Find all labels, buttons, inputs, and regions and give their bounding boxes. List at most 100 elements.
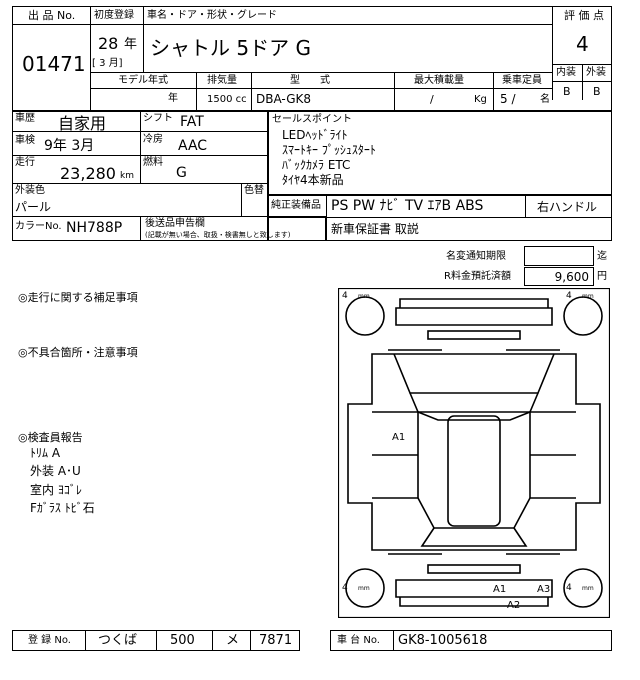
divider (582, 64, 583, 100)
color-no-label: カラーNo. (15, 221, 62, 232)
recycle-fee-field: 9,600 (524, 267, 594, 286)
divider (90, 72, 552, 73)
equipment-box (268, 195, 612, 241)
divider (90, 24, 552, 25)
car-condition-diagram: 4 4 4 4 mm mm mm mm A1 A1 A3 A2 (338, 288, 610, 618)
shaken-label: 車検 (15, 135, 35, 146)
warranty: 新車保証書 取説 (331, 222, 419, 236)
damage-mark: A1 (493, 584, 506, 595)
damage-mark: A2 (507, 600, 520, 611)
shift: FAT (180, 114, 204, 130)
lot-no-label: 出 品 No. (28, 9, 76, 22)
recycle-fee-value: 9,600 (554, 270, 589, 284)
model-year-label: モデル年式 (118, 75, 168, 86)
color-change-label: 色替 (244, 185, 264, 196)
tire-unit: mm (582, 585, 594, 592)
inspector-label: ◎検査員報告 (18, 431, 83, 444)
fuel: G (176, 165, 187, 181)
divider (156, 630, 157, 651)
first-reg-month: [ 3 月] (92, 58, 123, 69)
tire-unit: mm (358, 585, 370, 592)
score-value: 4 (576, 32, 589, 56)
divider (12, 24, 90, 25)
mileage-label: 走行 (15, 157, 35, 168)
inspector-item: Fｶﾞﾗｽ ﾄﾋﾞ石 (30, 501, 95, 515)
steering: 右ハンドル (537, 200, 598, 214)
type-label: 型 式 (290, 75, 330, 86)
registration-class: 500 (170, 633, 195, 648)
divider (12, 183, 268, 184)
divider (12, 131, 268, 132)
first-reg-year-unit: 年 (124, 37, 138, 52)
max-load-unit: Kg (474, 94, 487, 105)
header-frame (12, 6, 612, 111)
shift-label: シフト (143, 113, 173, 124)
shaken: 9年 3月 (44, 138, 95, 154)
capacity-label: 乗車定員 (502, 75, 542, 86)
sales-point-item: ﾊﾞｯｸｶﾒﾗ ETC (282, 158, 351, 172)
score-label: 評 価 点 (564, 9, 604, 22)
recycle-fee-label: R料金預託済額 (444, 271, 511, 282)
max-load-slash: / (430, 93, 434, 106)
damage-mark: A3 (537, 584, 550, 595)
lot-no: 01471 (22, 52, 86, 76)
divider (250, 630, 251, 651)
post-report-label: 後送品申告欄 (145, 218, 205, 229)
fuel-label: 燃料 (143, 157, 163, 168)
model-name-label: 車名・ドア・形状・グレード (147, 10, 277, 21)
recycle-fee-unit: 円 (597, 271, 607, 282)
model-code: DBA-GK8 (256, 92, 311, 106)
name-change-field (524, 246, 594, 266)
exterior-grade: B (593, 85, 601, 98)
chassis-number: GK8-1005618 (398, 633, 488, 648)
divider (268, 217, 612, 218)
inspector-item: ﾄﾘﾑ A (30, 446, 61, 460)
tire-unit: mm (358, 293, 370, 300)
divider (241, 183, 242, 216)
divider (90, 88, 552, 89)
ac-label: 冷房 (143, 134, 163, 145)
divider (140, 111, 141, 183)
divider (212, 630, 213, 651)
damage-mark: A1 (392, 432, 405, 443)
post-report-box (140, 216, 326, 241)
driving-notes-label: ◎走行に関する補足事項 (18, 291, 138, 304)
history: 自家用 (58, 114, 107, 133)
registration-kana: メ (226, 633, 240, 648)
exterior-color: パール (15, 200, 52, 214)
displacement: 1500 cc (207, 94, 247, 105)
inspector-item: 室内 ﾖｺﾞﾚ (30, 483, 82, 497)
equipment-label: 純正装備品 (271, 200, 321, 211)
post-report-note: (記載が無い場合、取扱・検書無しと致します) (145, 231, 291, 239)
divider (525, 195, 526, 217)
tire-depth-rear-right: 4 (566, 583, 572, 593)
divider (90, 6, 91, 111)
model-year-unit: 年 (168, 93, 178, 104)
divider (143, 6, 144, 72)
sales-points-box (268, 111, 612, 195)
tire-depth-front-left: 4 (342, 291, 348, 301)
divider (251, 72, 252, 111)
first-reg-label: 初度登録 (94, 10, 134, 21)
divider (12, 155, 268, 156)
registration-number: 7871 (259, 633, 293, 648)
capacity-unit: 名 (540, 94, 550, 105)
color-no: NH788P (66, 220, 123, 236)
tire-depth-front-right: 4 (566, 291, 572, 301)
chassis-box (330, 630, 612, 651)
sales-point-item: ﾀｲﾔ4本新品 (282, 173, 344, 187)
divider (394, 72, 395, 111)
sales-points-label: セールスポイント (272, 114, 352, 125)
tire-depth-rear-left: 4 (342, 583, 348, 593)
exterior-label: 外装 (586, 67, 606, 78)
chassis-label: 車 台 No. (337, 635, 380, 646)
mileage-unit: km (120, 171, 134, 181)
displacement-label: 排気量 (207, 75, 237, 86)
tire-unit: mm (582, 293, 594, 300)
history-label: 車歴 (15, 113, 35, 124)
mileage: 23,280 (60, 164, 116, 183)
divider (85, 630, 86, 651)
inspector-item: 外装 A･U (30, 464, 81, 478)
equipment-items: PS PW ﾅﾋﾞ TV ｴｱB ABS (331, 198, 484, 214)
name-change-label: 名変通知期限 (446, 251, 506, 262)
